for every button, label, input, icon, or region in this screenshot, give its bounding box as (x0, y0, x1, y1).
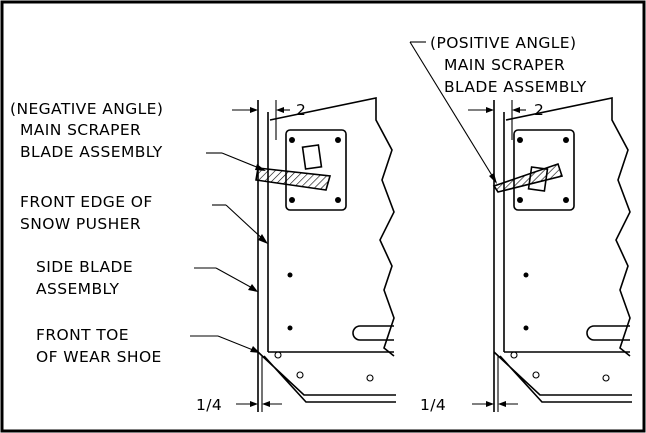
arrow-head-icon (255, 164, 266, 171)
wear-shoe (493, 351, 632, 403)
wear-shoe (257, 351, 396, 403)
callout-name-label: BLADE ASSEMBLY (444, 78, 587, 96)
bracket (301, 144, 323, 170)
callout-name-label: BLADE ASSEMBLY (20, 143, 163, 161)
moldboard-torn-edge (269, 97, 395, 357)
bolt-icon (287, 325, 293, 331)
arrow-head-icon (498, 401, 506, 407)
arrow-head-icon (262, 401, 270, 407)
dim-top-label: 2 (534, 101, 544, 119)
mounting-plate (285, 129, 347, 211)
arrow-head-icon (512, 107, 520, 113)
arrow-head-icon (486, 107, 494, 113)
bolt-icon (289, 197, 295, 203)
adjustment-slot (586, 325, 630, 341)
side-blade-label: ASSEMBLY (36, 280, 119, 298)
front-edge-label: FRONT EDGE OF (20, 193, 153, 211)
leader-line (215, 267, 257, 291)
bolt-icon (517, 197, 523, 203)
bolt-icon (335, 137, 341, 143)
scraper-blade (492, 162, 564, 193)
arrow-head-icon (248, 284, 258, 292)
bolt-icon (563, 137, 569, 143)
dim-bottom-label: 1/4 (420, 396, 446, 414)
bolt-icon (517, 137, 523, 143)
scraper-blade (255, 167, 332, 191)
right-view: 2 1/4 (POSITIVE ANGLE) MAIN SCRAPER BLAD… (409, 34, 632, 414)
arrow-head-icon (250, 107, 258, 113)
leader-line (409, 41, 497, 183)
dim-bottom-label: 1/4 (196, 396, 222, 414)
adjustment-slot (352, 325, 394, 341)
bolt-icon (335, 197, 341, 203)
hole-icon (510, 351, 518, 359)
callout-name-label: MAIN SCRAPER (20, 121, 141, 139)
arrow-head-icon (489, 173, 497, 184)
bolt-icon (289, 137, 295, 143)
callout-name-label: MAIN SCRAPER (444, 56, 565, 74)
arrow-head-icon (250, 401, 258, 407)
bolt-icon (287, 272, 293, 278)
leader-line (225, 204, 267, 243)
front-edge-label: SNOW PUSHER (20, 215, 141, 233)
hole-icon (366, 374, 374, 382)
dim-top-label: 2 (296, 101, 306, 119)
hole-icon (296, 371, 304, 379)
arrow-head-icon (250, 346, 260, 353)
side-blade-label: SIDE BLADE (36, 258, 133, 276)
arrow-head-icon (258, 234, 268, 244)
left-view: 2 1/4 (NEGATIVE ANGLE) MAIN SCRAPER BLAD… (10, 97, 396, 414)
bolt-icon (523, 325, 529, 331)
mounting-plate (513, 129, 575, 211)
hole-icon (532, 371, 540, 379)
callout-angle-label: (NEGATIVE ANGLE) (10, 100, 163, 118)
toe-label: FRONT TOE (36, 326, 129, 344)
hole-icon (274, 351, 282, 359)
callout-angle-label: (POSITIVE ANGLE) (430, 34, 576, 52)
toe-label: OF WEAR SHOE (36, 348, 162, 366)
arrow-head-icon (276, 107, 284, 113)
moldboard-torn-edge (505, 97, 631, 357)
hole-icon (602, 374, 610, 382)
arrow-head-icon (486, 401, 494, 407)
bolt-icon (523, 272, 529, 278)
bolt-icon (563, 197, 569, 203)
